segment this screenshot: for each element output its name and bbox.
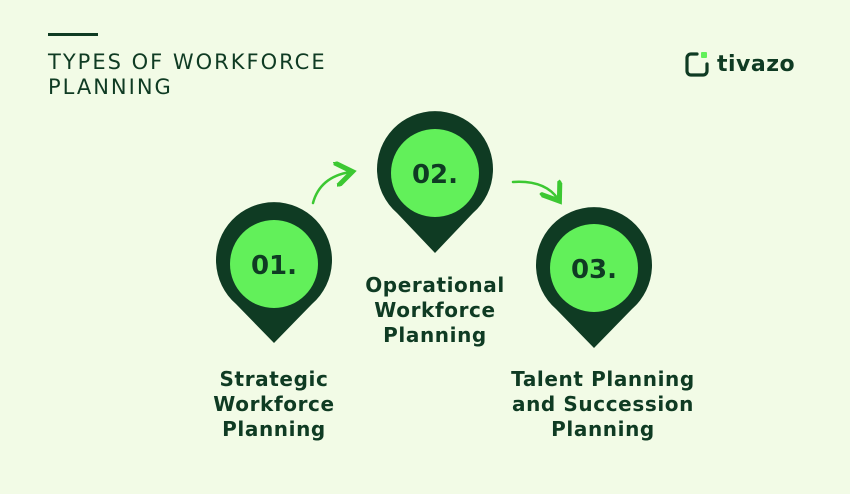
page-title: TYPES OF WORKFORCE PLANNING (48, 50, 327, 99)
title-rule (48, 33, 98, 36)
step-1-number: 01. (251, 251, 297, 281)
step-2-number: 02. (412, 160, 458, 190)
step-3-label: Talent Planning and Succession Planning (488, 367, 718, 442)
step-2-label: Operational Workforce Planning (335, 273, 535, 348)
step-2-label-line: Operational (365, 273, 505, 297)
step-2-label-line: Workforce (374, 298, 496, 322)
step-2-label-line: Planning (383, 323, 487, 347)
step-1-label-line: Workforce (213, 392, 335, 416)
arrow-2-to-3 (511, 182, 558, 199)
brand-name: tivazo (717, 51, 796, 77)
step-3-pin: 03. (536, 207, 652, 348)
step-3-label-line: Talent Planning (511, 367, 695, 391)
step-3-label-line: and Succession (512, 392, 694, 416)
step-2-pin: 02. (377, 111, 494, 253)
arrow-1-to-2 (311, 172, 350, 205)
step-1-label-line: Planning (222, 417, 326, 441)
step-1-label: Strategic Workforce Planning (174, 367, 374, 442)
step-1-label-line: Strategic (219, 367, 329, 391)
step-1-pin: 01. (216, 202, 332, 343)
brand-logo: tivazo (685, 51, 795, 77)
step-3-label-line: Planning (551, 417, 655, 441)
tivazo-logo-icon (685, 52, 709, 77)
step-3-number: 03. (571, 255, 617, 285)
